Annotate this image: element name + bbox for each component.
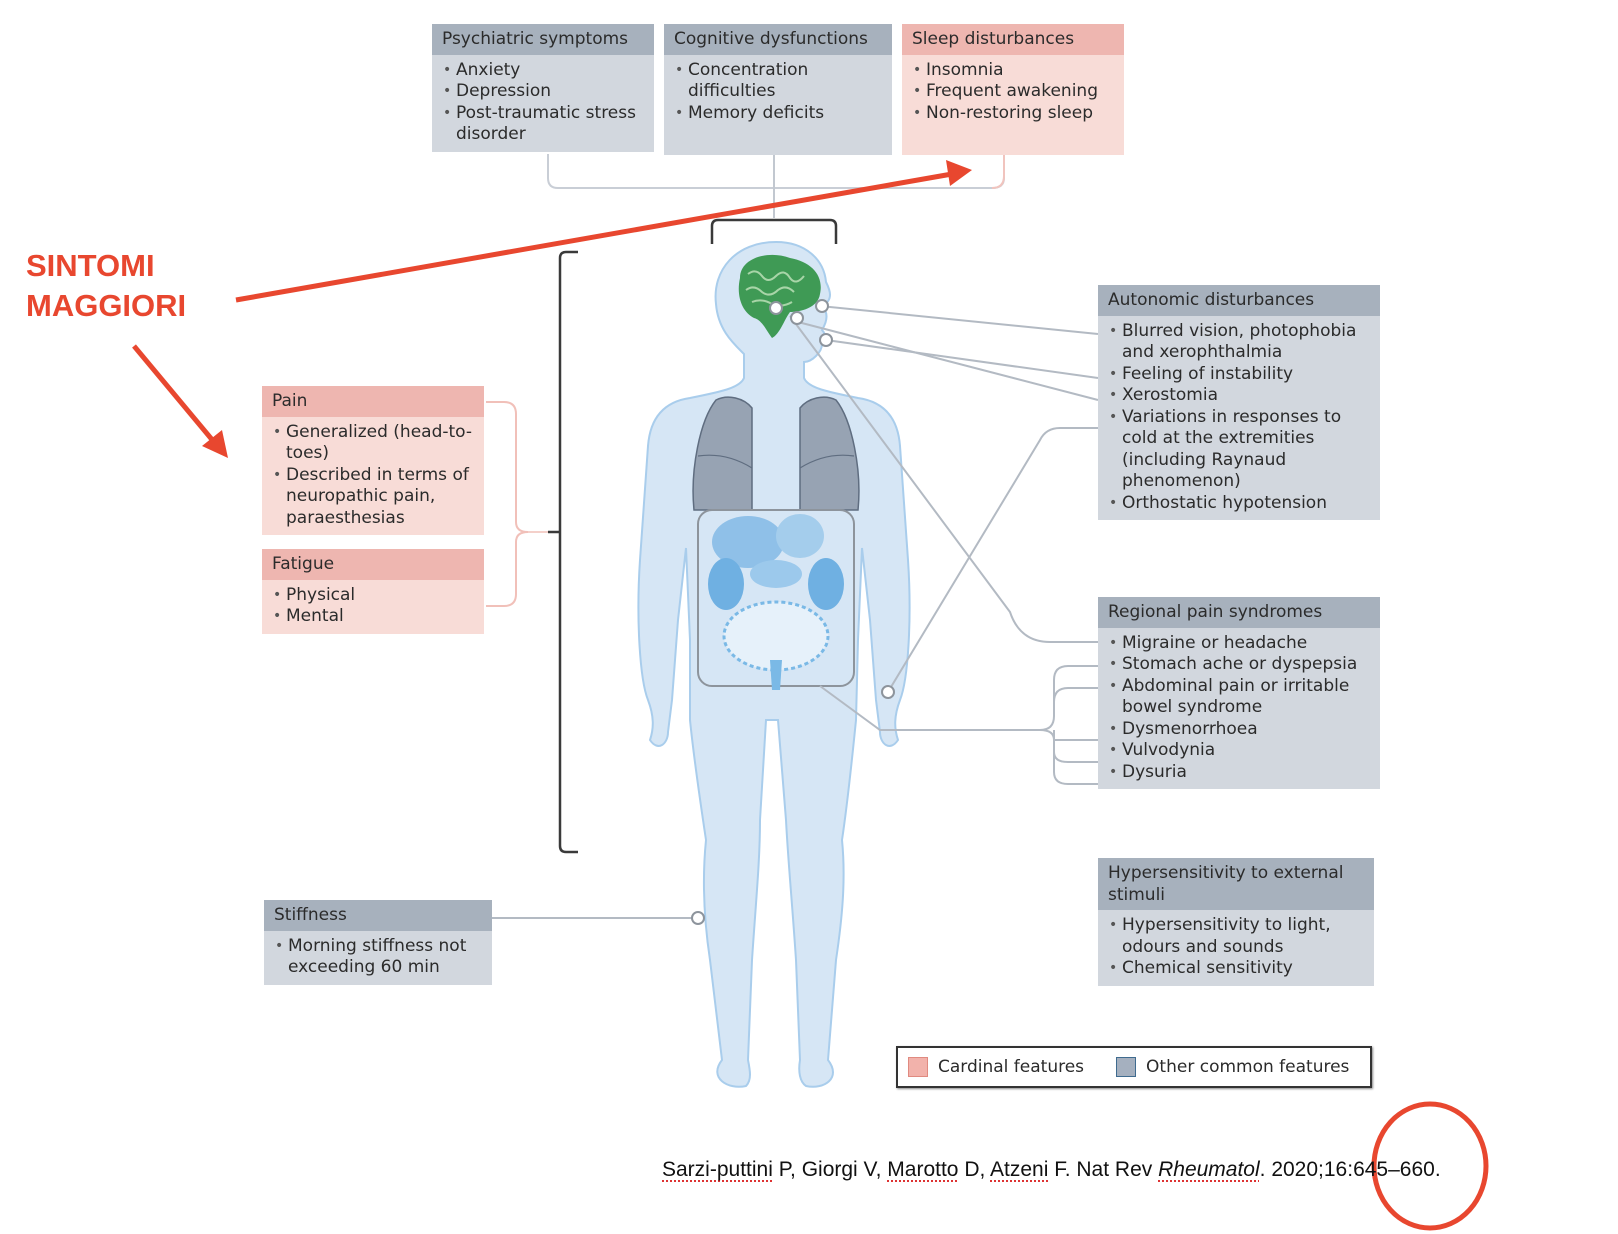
citation-text-2: D, — [958, 1158, 991, 1181]
list-item: Migraine or headache — [1108, 633, 1370, 655]
citation-journal: Rheumatol — [1158, 1158, 1260, 1181]
list-item: Depression — [442, 81, 644, 103]
list-item: Abdominal pain or irritable bowel syndro… — [1108, 676, 1370, 719]
list-item: Post-traumatic stress disorder — [442, 103, 644, 146]
list-item: Feeling of instability — [1108, 364, 1370, 386]
list-item: Dysuria — [1108, 762, 1370, 784]
citation: Sarzi-puttini P, Giorgi V, Marotto D, At… — [662, 1158, 1441, 1182]
legend-other-label: Other common features — [1146, 1057, 1350, 1077]
autonomic-disturbances-box: Autonomic disturbances Blurred vision, p… — [1098, 285, 1380, 520]
citation-author-2: Marotto — [887, 1158, 959, 1181]
list-item: Frequent awakening — [912, 81, 1114, 103]
citation-tail: . 2020;16:645–660. — [1259, 1158, 1441, 1181]
annotation-circle — [1371, 1101, 1489, 1231]
stiffness-box: Stiffness Morning stiffness not exceedin… — [264, 900, 492, 985]
citation-author-3: Atzeni — [990, 1158, 1049, 1181]
list-item: Insomnia — [912, 60, 1114, 82]
annotation-label: SINTOMI MAGGIORI — [26, 246, 186, 326]
legend: Cardinal features Other common features — [896, 1046, 1372, 1088]
box-title: Stiffness — [264, 900, 492, 931]
sleep-disturbances-box: Sleep disturbances Insomnia Frequent awa… — [902, 24, 1124, 155]
box-title: Cognitive dysfunctions — [664, 24, 892, 55]
annotation-line-2: MAGGIORI — [26, 288, 187, 323]
list-item: Blurred vision, photophobia and xerophth… — [1108, 321, 1370, 364]
box-title: Autonomic disturbances — [1098, 285, 1380, 316]
box-title: Hypersensitivity to external stimuli — [1098, 858, 1374, 910]
psychiatric-symptoms-box: Psychiatric symptoms Anxiety Depression … — [432, 24, 654, 152]
callout-dots — [691, 299, 895, 925]
cardinal-swatch-icon — [908, 1057, 928, 1077]
list-item: Vulvodynia — [1108, 740, 1370, 762]
list-item: Physical — [272, 585, 474, 607]
citation-author-1: Sarzi-puttini — [662, 1158, 773, 1181]
fatigue-box: Fatigue Physical Mental — [262, 549, 484, 634]
right-lung — [799, 396, 860, 511]
body-bracket — [548, 250, 578, 854]
box-title: Regional pain syndromes — [1098, 597, 1380, 628]
brain — [738, 254, 821, 338]
citation-text-1: P, Giorgi V, — [772, 1158, 888, 1181]
pain-box: Pain Generalized (head-to-toes) Describe… — [262, 386, 484, 535]
list-item: Hypersensitivity to light, odours and so… — [1108, 915, 1364, 958]
list-item: Non-restoring sleep — [912, 103, 1114, 125]
list-item: Variations in responses to cold at the e… — [1108, 407, 1370, 493]
list-item: Described in terms of neuropathic pain, … — [272, 465, 474, 530]
list-item: Memory deficits — [674, 103, 882, 125]
head-bracket — [710, 218, 838, 244]
top-connector — [547, 154, 1005, 218]
list-item: Mental — [272, 606, 474, 628]
list-item: Xerostomia — [1108, 385, 1370, 407]
annotation-arrows — [132, 160, 972, 458]
legend-cardinal-label: Cardinal features — [938, 1057, 1085, 1077]
hypersensitivity-box: Hypersensitivity to external stimuli Hyp… — [1098, 858, 1374, 986]
list-item: Orthostatic hypotension — [1108, 493, 1370, 515]
box-title: Psychiatric symptoms — [432, 24, 654, 55]
left-lung — [692, 396, 753, 511]
list-item: Chemical sensitivity — [1108, 958, 1364, 980]
list-item: Morning stiffness not exceeding 60 min — [274, 936, 482, 979]
human-body-figure — [637, 240, 911, 1088]
list-item: Generalized (head-to-toes) — [272, 422, 474, 465]
list-item: Concentration difficulties — [674, 60, 882, 103]
list-item: Anxiety — [442, 60, 644, 82]
regional-pain-syndromes-box: Regional pain syndromes Migraine or head… — [1098, 597, 1380, 789]
connectors — [492, 305, 1099, 919]
cognitive-dysfunctions-box: Cognitive dysfunctions Concentration dif… — [664, 24, 892, 155]
box-title: Sleep disturbances — [902, 24, 1124, 55]
annotation-line-1: SINTOMI — [26, 248, 155, 283]
pain-fatigue-brace — [486, 401, 529, 607]
box-title: Pain — [262, 386, 484, 417]
list-item: Dysmenorrhoea — [1108, 719, 1370, 741]
other-swatch-icon — [1116, 1057, 1137, 1077]
citation-text-3: F. Nat Rev — [1048, 1158, 1159, 1181]
list-item: Stomach ache or dyspepsia — [1108, 654, 1370, 676]
box-title: Fatigue — [262, 549, 484, 580]
